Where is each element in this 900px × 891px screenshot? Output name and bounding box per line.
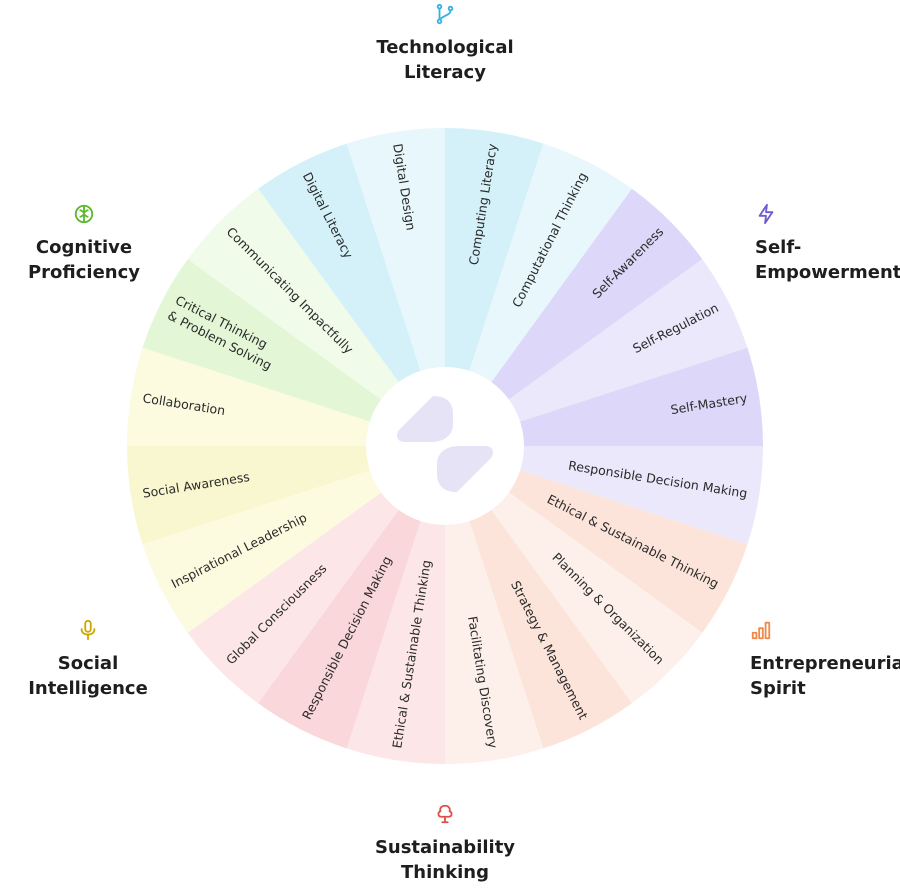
category-name: Technological <box>376 37 514 58</box>
category-name: Empowerment <box>755 262 900 283</box>
wheel-segment <box>445 259 748 446</box>
branch-icon <box>436 3 454 25</box>
wheel-segment <box>445 128 544 446</box>
wheel-segment <box>346 128 445 446</box>
wheel-segment <box>445 446 763 545</box>
category-name: Intelligence <box>28 678 148 699</box>
wheel-segment <box>445 446 703 704</box>
category-name: Thinking <box>401 862 489 883</box>
wheel-segment <box>445 446 632 749</box>
category-name: Self- <box>755 237 802 258</box>
logo-icon <box>397 396 493 492</box>
category-name: Spirit <box>750 678 806 699</box>
wheel-segment <box>445 188 703 446</box>
bar-chart-icon <box>751 621 771 640</box>
category-entrepreneurial-spirit: Entrepreneurial Spirit <box>750 619 900 701</box>
category-sustainability-thinking: Sustainability Thinking <box>345 803 545 885</box>
wheel-segment <box>445 446 544 764</box>
category-name: Proficiency <box>27 262 141 283</box>
category-social-intelligence: Social Intelligence <box>8 619 168 701</box>
wheel-segment <box>142 259 445 446</box>
wheel-segment <box>187 188 445 446</box>
wheel-segment <box>258 143 445 446</box>
category-cognitive-proficiency: Cognitive Proficiency <box>4 203 164 285</box>
category-name: Entrepreneurial <box>750 653 900 674</box>
wheel-segment <box>187 446 445 704</box>
wheel-segment <box>445 446 748 633</box>
category-name: Cognitive <box>35 237 133 258</box>
wheel-segment <box>142 446 445 633</box>
category-self-empowerment: Self- Empowerment <box>755 203 900 285</box>
category-name: Social <box>57 653 119 674</box>
wheel-segment <box>127 347 445 446</box>
category-technological-literacy: Technological Literacy <box>345 3 545 85</box>
category-name: Sustainability <box>374 837 516 858</box>
wheel-segment <box>258 446 445 749</box>
microphone-icon <box>80 619 96 641</box>
wheel-segment <box>445 347 763 446</box>
tree-icon <box>437 804 453 824</box>
category-name: Literacy <box>404 62 486 83</box>
lightning-icon <box>758 203 774 225</box>
center-hub <box>366 367 524 525</box>
wheel-segment <box>445 143 632 446</box>
brain-icon <box>74 204 94 224</box>
wheel-segment <box>346 446 445 764</box>
wheel-segments <box>127 128 763 764</box>
wheel-segment <box>127 446 445 545</box>
